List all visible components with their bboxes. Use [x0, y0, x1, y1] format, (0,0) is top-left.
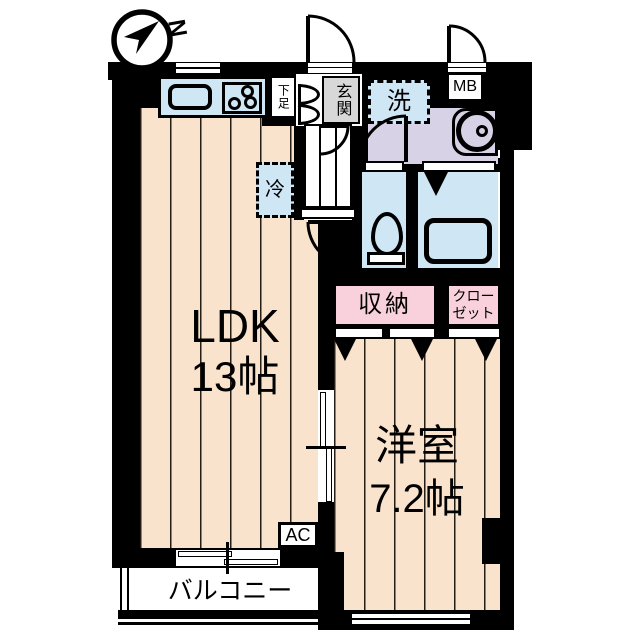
shoe-cupboard-icon: [298, 84, 320, 105]
north-compass-icon: N: [111, 9, 192, 71]
wall-left: [112, 62, 140, 554]
kitchen-window-bar: [176, 63, 220, 67]
kitchen-window-bar: [176, 69, 220, 73]
mb-door-arc: [448, 24, 487, 63]
balcony-rail-left: [120, 568, 129, 610]
corner-chunk-bottom: [318, 552, 344, 610]
partition-upper: [318, 219, 334, 390]
balcony-window-tick: [226, 542, 229, 574]
entrance-threshold-bar: [308, 68, 352, 73]
corridor-left-wall: [294, 120, 304, 220]
mb-threshold-bar: [448, 68, 486, 72]
corridor-threshold: [300, 208, 356, 219]
bath-door-threshold: [422, 161, 496, 172]
balcony-sliding-panel: [178, 551, 232, 557]
compass-north-label: N: [162, 17, 192, 39]
balcony-bottom-line: [118, 622, 346, 625]
toilet-base: [367, 252, 405, 265]
entrance-threshold-bar: [308, 63, 352, 67]
bathtub-icon: [424, 218, 492, 264]
washbasin-drain-icon: [476, 125, 488, 137]
storage-door-track: [388, 327, 436, 339]
entrance-label: 玄関: [333, 83, 351, 117]
closet-box: クローゼット: [446, 283, 501, 327]
refrigerator-label: 冷: [265, 178, 285, 201]
ldk-room-size: 13帖: [190, 353, 280, 400]
western-room-label: 洋室: [374, 422, 459, 469]
toilet-icon: [371, 212, 403, 256]
western-window-bar: [352, 620, 470, 624]
corridor-panel-line: [319, 126, 321, 206]
balcony-label: バルコニー: [167, 577, 293, 605]
closet-door-track: [447, 327, 501, 339]
shoe-cabinet-label: 下足: [276, 84, 291, 110]
stove-burner: [228, 97, 241, 110]
refrigerator-box: 冷: [256, 162, 294, 218]
balcony-floor: [118, 568, 334, 610]
shoe-cabinet-label-box: 下足: [270, 76, 296, 118]
partition-sliding-panel: [320, 392, 326, 447]
storage-divider: [437, 284, 446, 328]
balcony-bottom-band: [118, 610, 352, 619]
meter-box-label: MB: [453, 77, 477, 95]
entrance-label-box: 玄関: [322, 76, 360, 124]
corridor-panel-door: [304, 124, 352, 208]
compass-needle: [124, 21, 159, 54]
balcony-sliding-panel: [224, 559, 278, 565]
mb-threshold-bar: [448, 63, 486, 67]
wall-right: [500, 150, 514, 612]
meter-box: MB: [446, 72, 484, 102]
ac-label: AC: [285, 524, 311, 545]
ldk-floor: [140, 80, 320, 552]
toilet-door-threshold: [364, 161, 404, 172]
western-window-bar: [352, 614, 470, 618]
ldk-room-label: LDK: [190, 300, 280, 352]
western-room-floor: [334, 339, 500, 612]
corridor-panel-line: [335, 126, 337, 206]
wall-below-bath: [330, 268, 514, 284]
washer-label: 洗: [387, 88, 411, 116]
stove-burner: [244, 96, 257, 109]
toilet-bath-divider: [406, 158, 418, 268]
kitchen-sink: [168, 84, 212, 110]
washer-box: 洗: [368, 80, 430, 124]
storage-label: 収納: [358, 291, 412, 319]
ac-box: AC: [278, 522, 318, 548]
pillar-bottom-right: [482, 518, 514, 564]
storage-door-track: [334, 327, 384, 339]
closet-label: クローゼット: [452, 288, 495, 321]
entrance-door-arc: [307, 14, 356, 63]
western-room-size: 7.2帖: [369, 477, 465, 521]
shoe-cupboard-icon: [298, 104, 320, 125]
partition-door-tick: [306, 446, 346, 449]
storage-box: 収納: [333, 283, 437, 327]
